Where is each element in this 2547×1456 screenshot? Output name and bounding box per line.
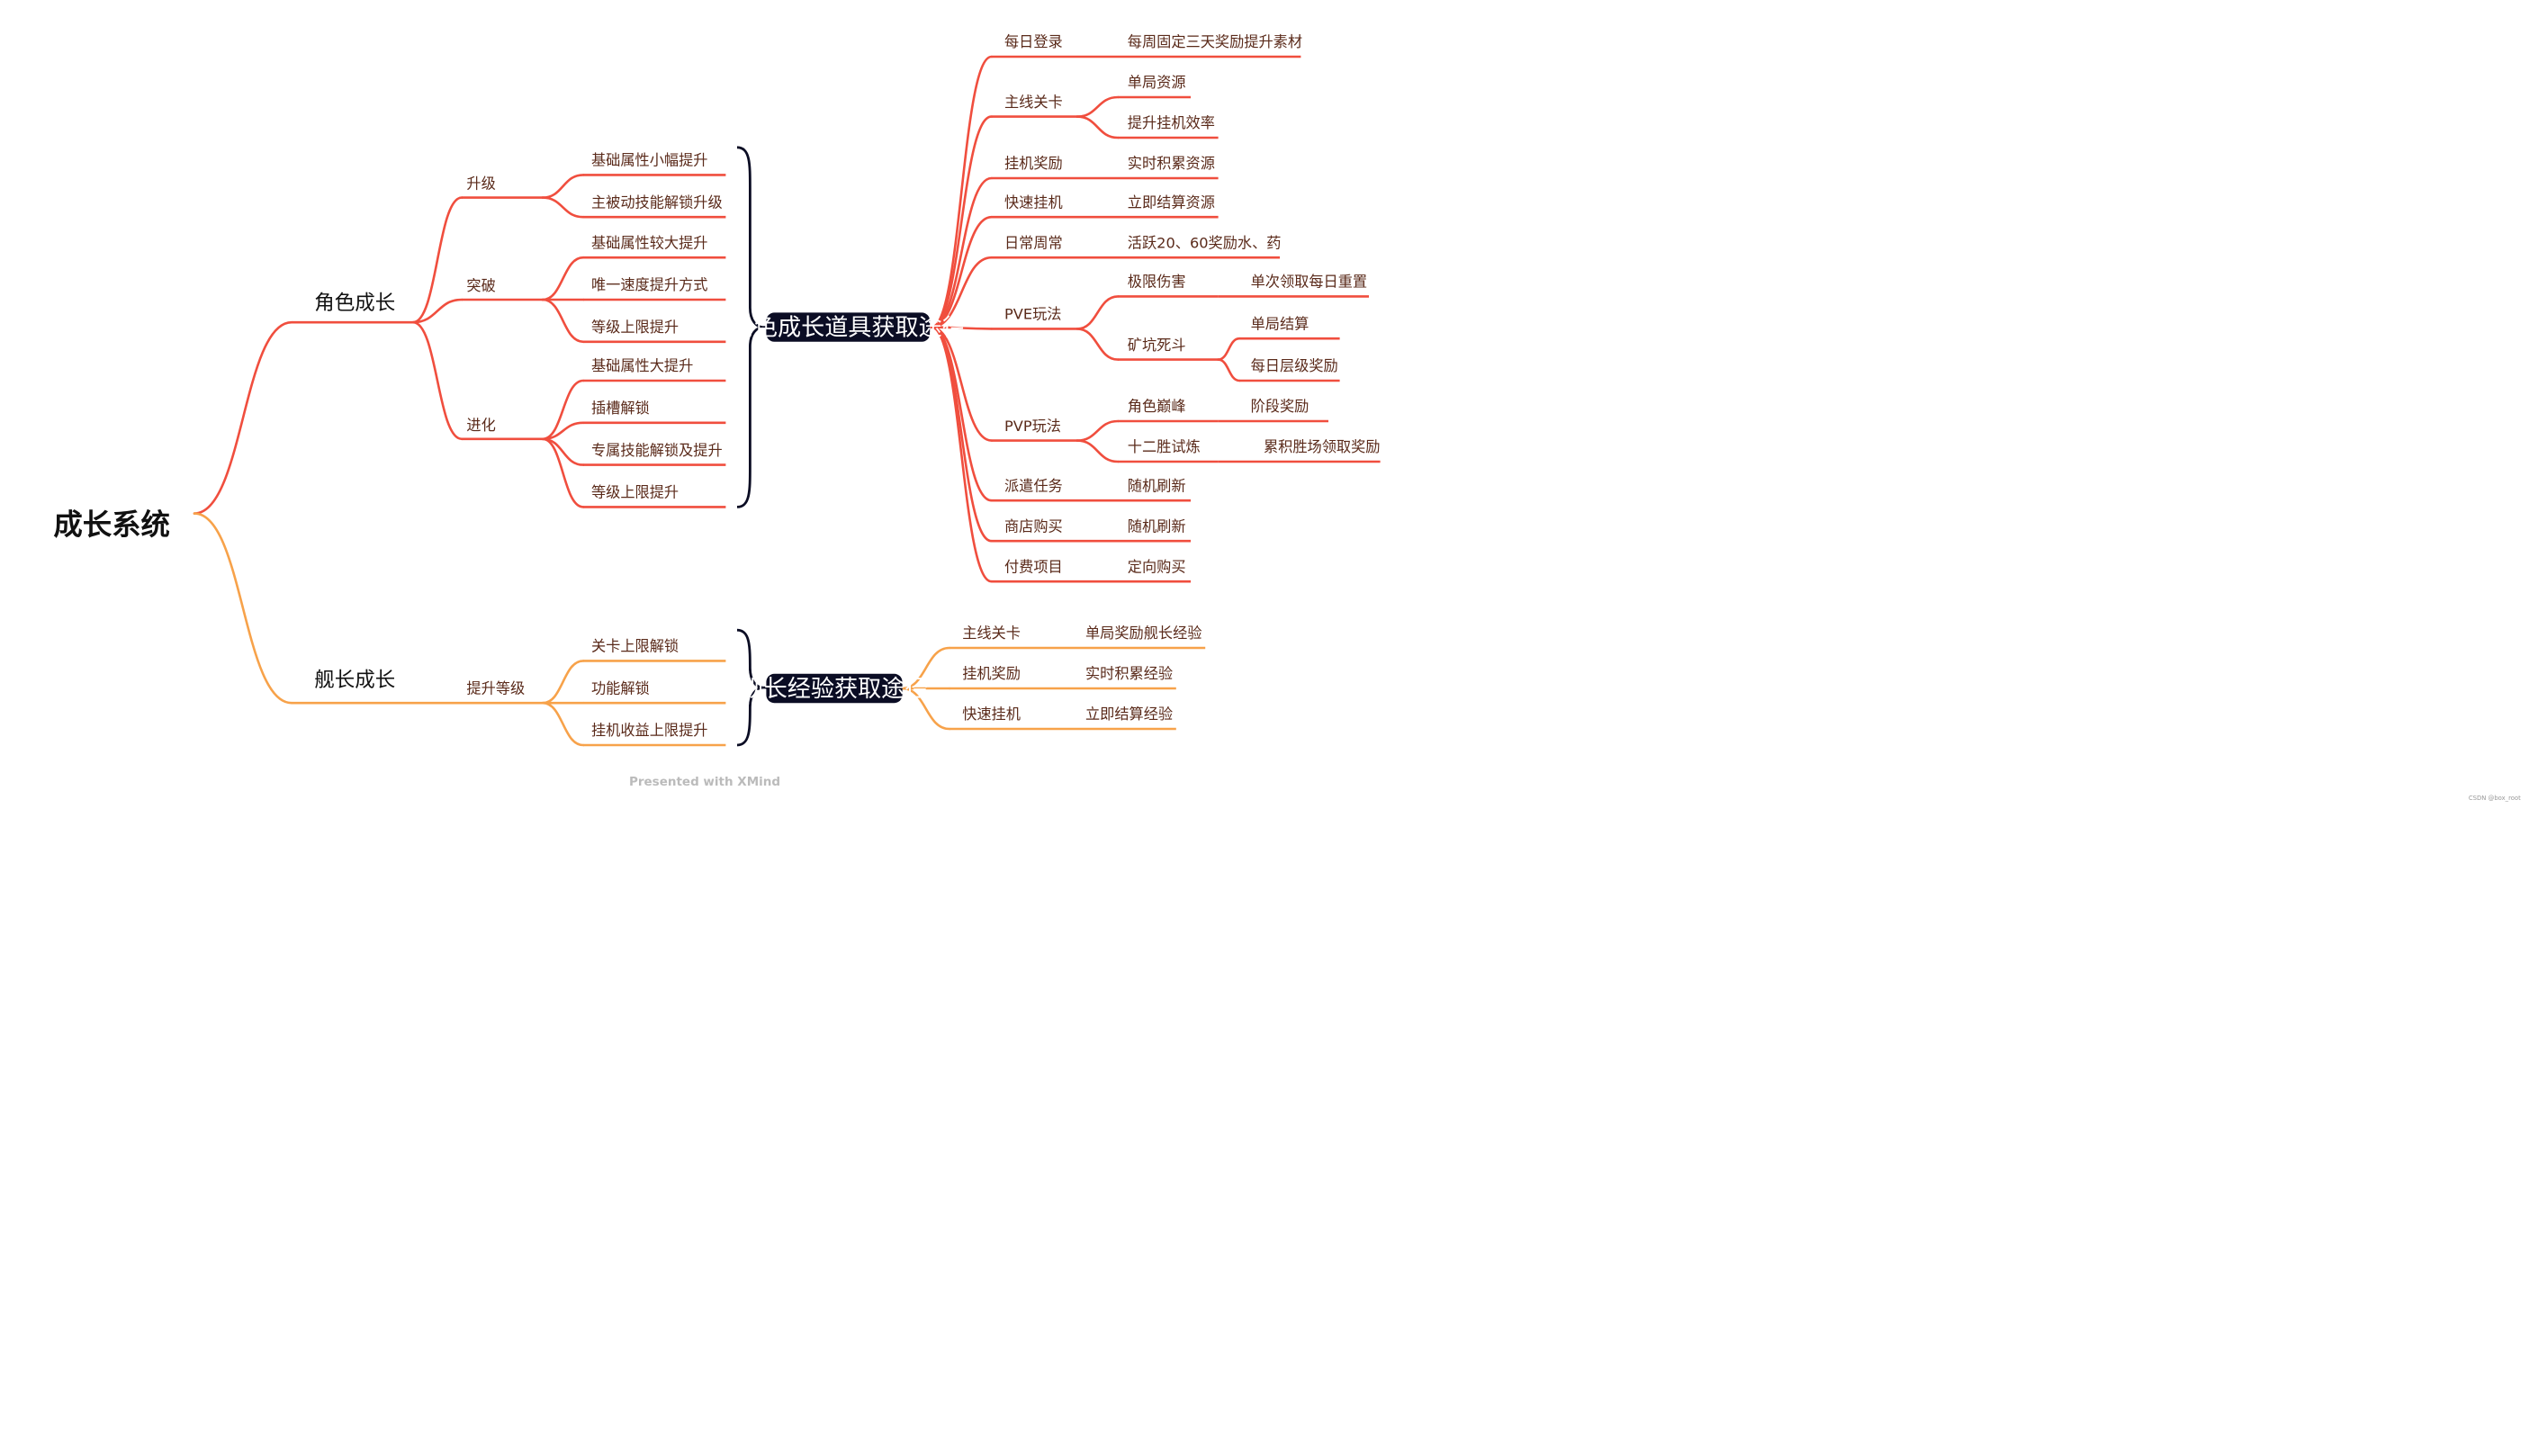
group-to-item-curve [541, 379, 585, 441]
item-topic[interactable]: 专属技能解锁及提升 [591, 442, 723, 459]
source-child-curve [1076, 439, 1120, 463]
source-topic[interactable]: 商店购买 [1004, 517, 1063, 535]
character-to-group-curve [411, 196, 464, 324]
source-child-topic[interactable]: 随机刷新 [1128, 477, 1186, 494]
item-topic[interactable]: 基础属性大提升 [591, 357, 693, 374]
source-topic[interactable]: 主线关卡 [1004, 94, 1063, 111]
captain-source-child-topic[interactable]: 立即结算经验 [1085, 706, 1173, 723]
source-curve [930, 326, 993, 502]
source-child-topic[interactable]: 极限伤害 [1128, 274, 1186, 291]
source-child-curve [1076, 295, 1120, 330]
character-topic[interactable]: 角色成长 [314, 292, 395, 315]
grandchild-topic[interactable]: 单局结算 [1251, 315, 1310, 332]
source-child-curve [1076, 328, 1120, 361]
source-curve [930, 326, 993, 442]
source-child-topic[interactable]: 矿坑死斗 [1128, 337, 1186, 354]
source-child-topic[interactable]: 单局资源 [1128, 74, 1186, 91]
character-to-group-curve [411, 298, 464, 324]
root-to-character-curve [193, 320, 293, 515]
grandchild-curve [1217, 358, 1241, 382]
source-child-topic[interactable]: 随机刷新 [1128, 517, 1186, 535]
captain-source-curve [901, 687, 951, 731]
captain-item-topic[interactable]: 功能解锁 [591, 679, 650, 697]
group-to-item-curve [541, 196, 585, 219]
source-child-curve [1076, 95, 1120, 118]
group-to-item-curve [541, 256, 585, 301]
group-to-item-curve [541, 437, 585, 508]
source-curve [930, 115, 993, 328]
source-topic[interactable]: PVE玩法 [1004, 306, 1061, 323]
source-topic[interactable]: 挂机奖励 [1004, 155, 1063, 172]
item-topic[interactable]: 等级上限提升 [591, 484, 679, 501]
item-topic[interactable]: 唯一速度提升方式 [591, 276, 708, 293]
character-to-group-curve [411, 320, 464, 441]
captain-source-topic[interactable]: 挂机奖励 [962, 665, 1021, 682]
captain-source-box-bg [766, 673, 903, 704]
source-topic[interactable]: 快速挂机 [1004, 193, 1063, 211]
item-topic[interactable]: 主被动技能解锁升级 [591, 193, 723, 211]
branch-connectors [193, 55, 1381, 747]
captain-source-child-topic[interactable]: 单局奖励舰长经验 [1085, 625, 1202, 642]
source-topic[interactable]: 每日登录 [1004, 33, 1063, 50]
source-curve [930, 256, 993, 328]
item-topic[interactable]: 插槽解锁 [591, 400, 650, 417]
source-topic[interactable]: PVP玩法 [1004, 418, 1061, 435]
captain-source-box-label: 舰长经验获取途径 [741, 676, 929, 703]
captain-source-topic[interactable]: 快速挂机 [962, 706, 1021, 723]
watermark: CSDN @box_root [2469, 795, 2521, 802]
source-child-topic[interactable]: 实时积累资源 [1128, 155, 1215, 172]
source-child-topic[interactable]: 提升挂机效率 [1128, 114, 1215, 131]
source-child-topic[interactable]: 角色巅峰 [1128, 398, 1186, 415]
grandchild-topic[interactable]: 单次领取每日重置 [1251, 274, 1368, 291]
item-topic[interactable]: 基础属性较大提升 [591, 234, 708, 251]
source-child-topic[interactable]: 定向购买 [1128, 558, 1186, 575]
source-curve [930, 215, 993, 328]
root-to-captain-curve [193, 512, 293, 705]
captain-item-curve [541, 660, 585, 705]
source-curve [930, 326, 993, 583]
source-child-topic[interactable]: 活跃20、60奖励水、药 [1128, 234, 1282, 251]
source-child-topic[interactable]: 十二胜试炼 [1128, 438, 1201, 455]
item-topic[interactable]: 等级上限提升 [591, 319, 679, 336]
source-child-curve [1076, 419, 1120, 442]
captain-item-topic[interactable]: 关卡上限解锁 [591, 638, 679, 655]
source-topic[interactable]: 日常周常 [1004, 234, 1063, 251]
group-to-item-curve [541, 174, 585, 199]
captain-topic[interactable]: 舰长成长 [314, 669, 395, 692]
source-child-curve [1076, 115, 1120, 139]
captain-source-topic[interactable]: 主线关卡 [962, 625, 1021, 642]
character-source-box-label: 角色成长道具获取途径 [731, 315, 966, 342]
source-curve [930, 55, 993, 328]
group-topic-突破[interactable]: 突破 [466, 277, 495, 294]
grandchild-topic[interactable]: 阶段奖励 [1251, 398, 1310, 415]
item-topic[interactable]: 基础属性小幅提升 [591, 152, 708, 169]
group-to-item-curve [541, 298, 585, 344]
character-source-box[interactable]: 角色成长道具获取途径 [731, 312, 966, 342]
grandchild-topic[interactable]: 累积胜场领取奖励 [1264, 438, 1381, 455]
source-curve [930, 326, 993, 330]
group-topic-进化[interactable]: 进化 [466, 417, 495, 434]
captain-item-curve [541, 701, 585, 747]
source-child-topic[interactable]: 每周固定三天奖励提升素材 [1128, 33, 1302, 50]
grandchild-curve [1217, 337, 1241, 361]
source-curve [930, 326, 993, 543]
grandchild-topic[interactable]: 每日层级奖励 [1251, 357, 1338, 374]
character-source-box-bg [766, 312, 931, 342]
presented-with-xmind-footer: Presented with XMind [629, 775, 780, 789]
source-topic[interactable]: 派遣任务 [1004, 477, 1063, 494]
source-child-topic[interactable]: 立即结算资源 [1128, 193, 1215, 211]
captain-source-box[interactable]: 舰长经验获取途径 [741, 673, 929, 704]
root-topic[interactable]: 成长系统 [53, 508, 170, 542]
captain-source-child-topic[interactable]: 实时积累经验 [1085, 665, 1173, 682]
group-topic-升级[interactable]: 升级 [466, 175, 495, 193]
captain-group-topic[interactable]: 提升等级 [466, 679, 525, 697]
source-topic[interactable]: 付费项目 [1004, 558, 1063, 575]
captain-item-topic[interactable]: 挂机收益上限提升 [591, 722, 708, 739]
